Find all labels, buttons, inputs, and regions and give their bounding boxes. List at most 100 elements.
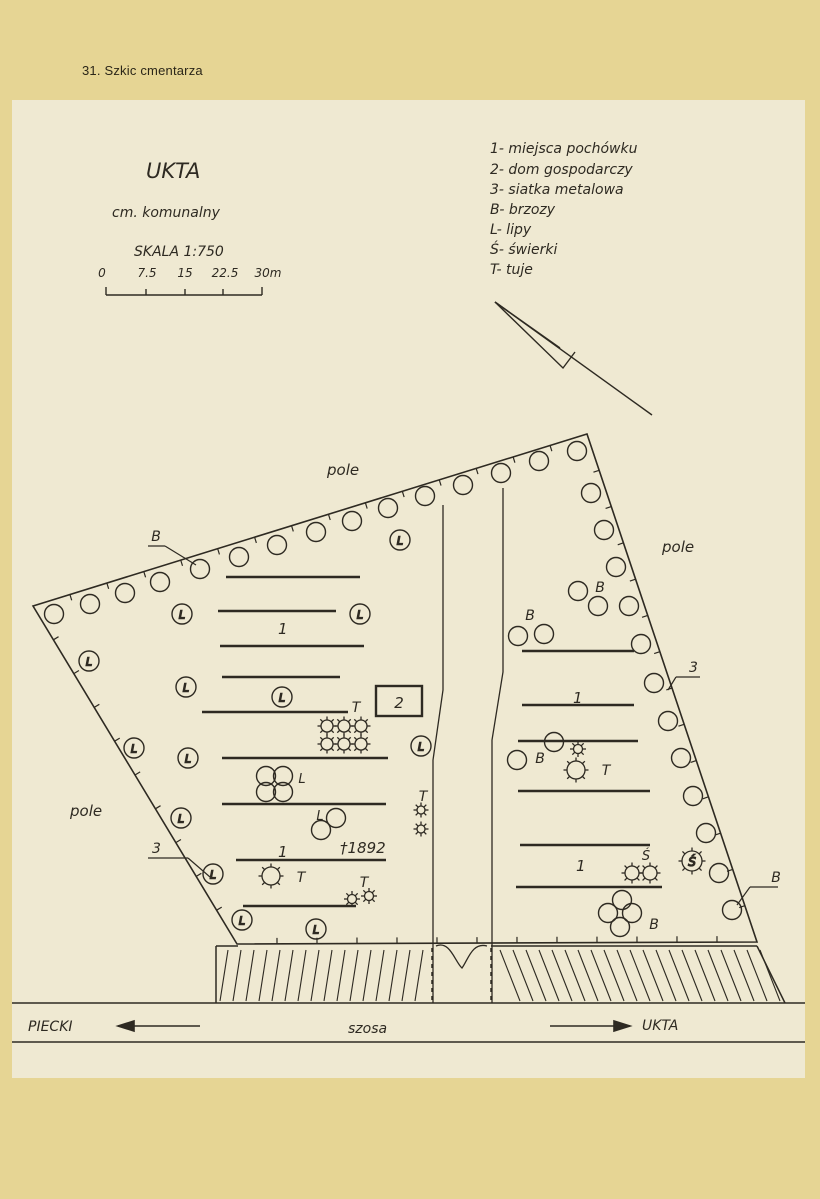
thuja — [320, 737, 334, 751]
north-arrow — [494, 301, 653, 416]
scale-bar — [105, 287, 263, 296]
hatch-line — [759, 949, 781, 1002]
field-label-left: pole — [69, 802, 102, 820]
fence-tick — [401, 491, 405, 498]
fence-tick — [155, 805, 161, 810]
hatch-line — [642, 949, 664, 1002]
spruce-label: Ś — [688, 854, 696, 869]
birch-tree — [593, 519, 615, 541]
thuja-spike — [415, 823, 419, 827]
thuja-spike — [336, 747, 341, 752]
birch-label: B — [595, 580, 605, 596]
thuja-spike — [364, 747, 369, 752]
birch-tree — [43, 603, 65, 625]
spruce — [642, 865, 658, 881]
legend-item: 1- miejsca pochówku — [490, 141, 638, 157]
hatch-line — [564, 949, 586, 1002]
burial-label: 1 — [278, 620, 288, 638]
hatch-line — [525, 949, 547, 1002]
spruce-spike — [654, 877, 658, 881]
thuja-label: T — [419, 789, 429, 805]
thuja-label: T — [297, 870, 307, 886]
birch-tree — [310, 819, 332, 841]
thuja — [337, 719, 351, 733]
thuja-spike — [336, 729, 341, 734]
linden-label: L — [131, 743, 137, 756]
monument-label: †1892 — [340, 839, 386, 857]
thuja-spike — [581, 760, 586, 765]
thuja — [354, 719, 368, 733]
linden-tree — [231, 909, 253, 931]
linden-label: L — [179, 609, 185, 622]
spruce-spike — [642, 877, 646, 881]
fence-tick — [69, 594, 73, 601]
spruce-spike — [624, 877, 628, 881]
hatch-line — [349, 949, 359, 1002]
birch-tree — [305, 521, 327, 543]
hatch-line — [668, 949, 690, 1002]
legend-item: T- tuje — [490, 262, 533, 278]
road-right-town: UKTA — [642, 1018, 678, 1034]
thuja-spike — [571, 742, 576, 747]
birch-label: B — [649, 917, 659, 933]
thuja-spike — [319, 747, 324, 752]
birch-tree — [507, 625, 529, 647]
linden-tree — [123, 737, 145, 759]
hatch-line — [707, 949, 729, 1002]
legend-item: L- lipy — [490, 222, 532, 238]
figure-caption: 31. Szkic cmentarza — [82, 63, 203, 78]
thuja-spike — [347, 729, 352, 734]
fence-tick — [93, 703, 100, 708]
hatch-line — [499, 949, 521, 1002]
linden-label: L — [397, 535, 403, 548]
birch-tree — [341, 510, 363, 532]
scale-tick: 15 — [177, 266, 192, 280]
linden-tree — [177, 747, 199, 769]
fence-tick — [134, 771, 141, 776]
fence-tick — [114, 737, 121, 742]
scale-tick: 0 — [98, 266, 106, 280]
conifers: Ś — [258, 716, 706, 907]
birch-tree — [528, 450, 550, 472]
hatch-line — [733, 949, 755, 1002]
hatch-line — [375, 949, 385, 1002]
birch-tree — [325, 807, 347, 829]
spruce-spike — [636, 877, 640, 881]
utility-building — [374, 684, 424, 718]
birch-tree — [618, 595, 640, 617]
birch-label: B — [535, 751, 545, 767]
thuja — [320, 719, 334, 733]
thuja-spike — [580, 742, 585, 747]
birch-tree — [567, 580, 589, 602]
thuja-spike — [571, 751, 576, 756]
fence-tick — [217, 548, 221, 555]
linden-tree — [202, 863, 224, 885]
hatch-line — [219, 949, 229, 1002]
fence-tick — [678, 723, 685, 727]
birch-tree — [533, 623, 555, 645]
scale-label: SKALA 1:750 — [134, 244, 224, 260]
thuja — [346, 893, 358, 905]
thuja-spike — [371, 898, 376, 903]
linden-label: L — [185, 753, 191, 766]
fence-tick — [549, 445, 553, 452]
hatch-line — [512, 949, 534, 1002]
hatch-line — [323, 949, 333, 1002]
thuja-spike — [353, 729, 358, 734]
hatch-line — [414, 949, 424, 1002]
legend-item: 2- dom gospodarczy — [490, 162, 633, 178]
fence-tick — [593, 469, 600, 473]
hatch-line — [284, 949, 294, 1002]
spruce-spike — [698, 867, 703, 872]
thuja — [416, 805, 426, 815]
linden-tree — [171, 603, 193, 625]
fence-label: 3 — [152, 841, 161, 857]
hatch-line — [271, 949, 281, 1002]
verge-hatching — [219, 949, 781, 1002]
fence-tick — [641, 614, 648, 618]
fence-tick — [512, 456, 516, 463]
thuja-label: T — [602, 763, 612, 779]
burial-rows — [202, 575, 662, 908]
